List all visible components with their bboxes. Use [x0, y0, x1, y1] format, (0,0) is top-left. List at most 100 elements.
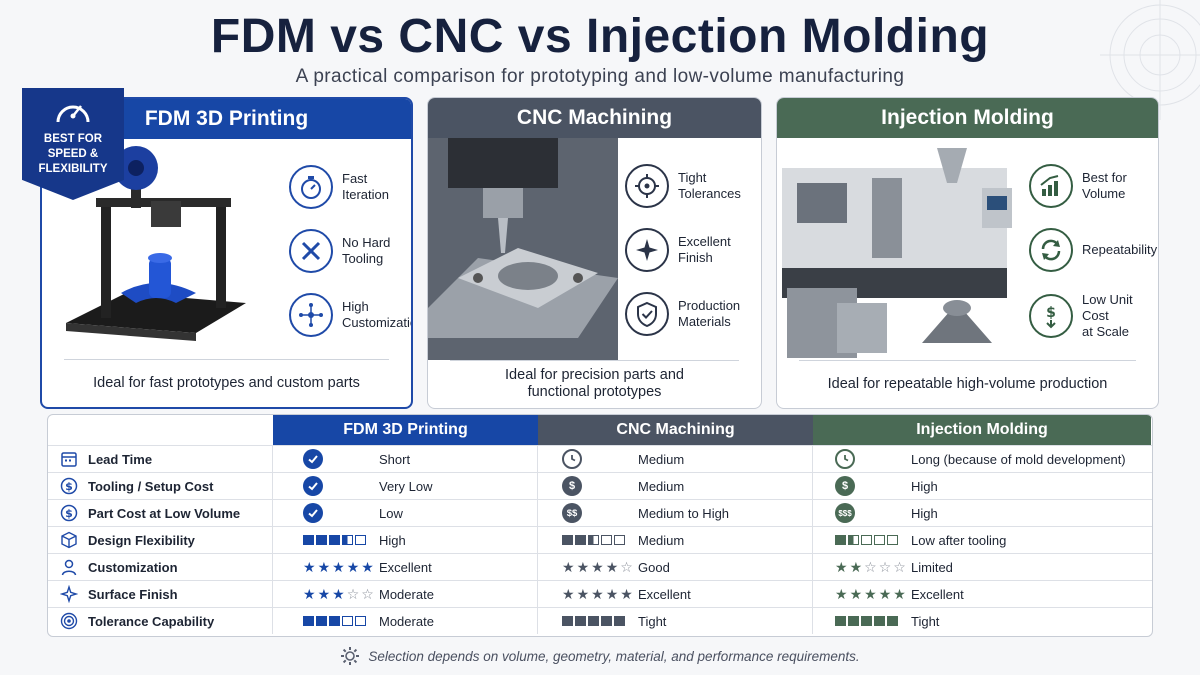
feature-label-line2: Iteration [342, 187, 389, 202]
star-rating: ★★★★☆ [562, 560, 638, 574]
badge-line-3: FLEXIBILITY [38, 163, 108, 175]
fdm-card-footer: Ideal for fast prototypes and custom par… [42, 359, 411, 407]
star-icon: ★ [317, 559, 331, 575]
level-indicator [835, 535, 911, 545]
row-label: Customization [88, 559, 178, 575]
star-icon: ★ [303, 586, 316, 602]
level-square [575, 616, 586, 626]
star-rating: ★★★☆☆ [303, 587, 379, 601]
star-icon: ★ [849, 586, 863, 602]
check-icon [303, 503, 323, 523]
cnc-value: Medium [638, 451, 685, 467]
feature-label-line2: Materials [678, 314, 731, 329]
fdm-value: Short [379, 451, 411, 467]
star-icon: ★ [605, 559, 619, 575]
dollar-icon: $$ [562, 503, 582, 523]
target-icon [60, 612, 78, 630]
page-subtitle: A practical comparison for prototyping a… [295, 66, 905, 87]
star-icon: ★ [835, 559, 848, 575]
sparkle-icon [60, 585, 78, 603]
level-square [355, 535, 366, 545]
level-square [874, 535, 885, 545]
svg-text:$: $ [1046, 305, 1056, 321]
cnc-value: Tight [638, 613, 667, 629]
star-icon: ★ [562, 559, 575, 575]
feature-label-line1: Production [678, 298, 741, 313]
star-icon: ★ [576, 586, 590, 602]
cnc-footer-line1: Ideal for precision parts and [505, 367, 684, 383]
star-rating: ★★☆☆☆ [835, 560, 911, 574]
level-square [588, 535, 599, 545]
tools-icon [301, 241, 321, 261]
level-square [614, 535, 625, 545]
level-square [562, 535, 573, 545]
level-indicator [303, 616, 379, 626]
badge-line-1: BEST FOR [43, 133, 103, 145]
level-square [887, 616, 898, 626]
star-rating: ★★★★★ [835, 587, 911, 601]
star-icon: ★ [332, 586, 345, 602]
row-label: Part Cost at Low Volume [88, 505, 241, 521]
level-square [601, 535, 612, 545]
star-icon: ★ [605, 586, 619, 602]
fdm-feature-high-customization: HighCustomization [289, 293, 411, 337]
feature-label-line1: No Hard [342, 235, 391, 250]
dollar-down-icon: $ [1046, 305, 1056, 329]
star-icon: ★ [346, 559, 360, 575]
table-header-cnc: CNC Machining [538, 415, 813, 445]
level-square [835, 616, 846, 626]
star-icon: ☆ [346, 586, 360, 602]
shield-check-icon [637, 301, 657, 327]
level-square [342, 535, 353, 545]
star-icon: ★ [317, 586, 331, 602]
level-square [303, 616, 314, 626]
fdm-value: High [379, 532, 406, 548]
svg-text:$: $ [65, 507, 73, 520]
injection-value: High [911, 505, 938, 521]
stopwatch-icon [301, 176, 321, 199]
comparison-table: FDM 3D Printing CNC Machining Injection … [47, 414, 1153, 637]
crosshair-icon [635, 174, 659, 198]
star-icon: ★ [562, 586, 575, 602]
dollar-icon: $ [562, 476, 582, 496]
fdm-value: Excellent [379, 559, 432, 575]
level-square [835, 535, 846, 545]
dollar-icon: $ [835, 476, 855, 496]
star-icon: ★ [591, 559, 604, 575]
growth-chart-icon [1040, 175, 1059, 196]
level-square [874, 616, 885, 626]
star-icon: ★ [303, 559, 316, 575]
cnc-value: Medium [638, 532, 685, 548]
level-square [316, 616, 327, 626]
level-indicator [303, 535, 379, 545]
cnc-value: Medium to High [638, 505, 730, 521]
fdm-value: Moderate [379, 613, 434, 629]
header: FDM vs CNC vs Injection Molding A practi… [0, 8, 1200, 88]
speedometer-icon [56, 105, 90, 123]
star-icon: ★ [835, 586, 848, 602]
row-label: Surface Finish [88, 586, 178, 602]
cnc-footer-line2: functional prototypes [527, 384, 662, 400]
injection-card-footer: Ideal for repeatable high-volume product… [777, 360, 1158, 408]
clock-icon [562, 449, 582, 469]
footer-note: Selection depends on volume, geometry, m… [0, 646, 1200, 666]
star-icon: ☆ [878, 559, 892, 575]
level-square [887, 535, 898, 545]
row-label: Lead Time [88, 451, 153, 467]
level-square [342, 616, 353, 626]
star-rating: ★★★★★ [562, 587, 638, 601]
level-indicator [562, 535, 638, 545]
fdm-value: Very Low [379, 478, 433, 494]
cube-icon [60, 531, 78, 549]
table-row: Customization★★★★★Excellent★★★★☆Good★★☆☆… [48, 553, 1152, 580]
star-icon: ★ [849, 559, 863, 575]
